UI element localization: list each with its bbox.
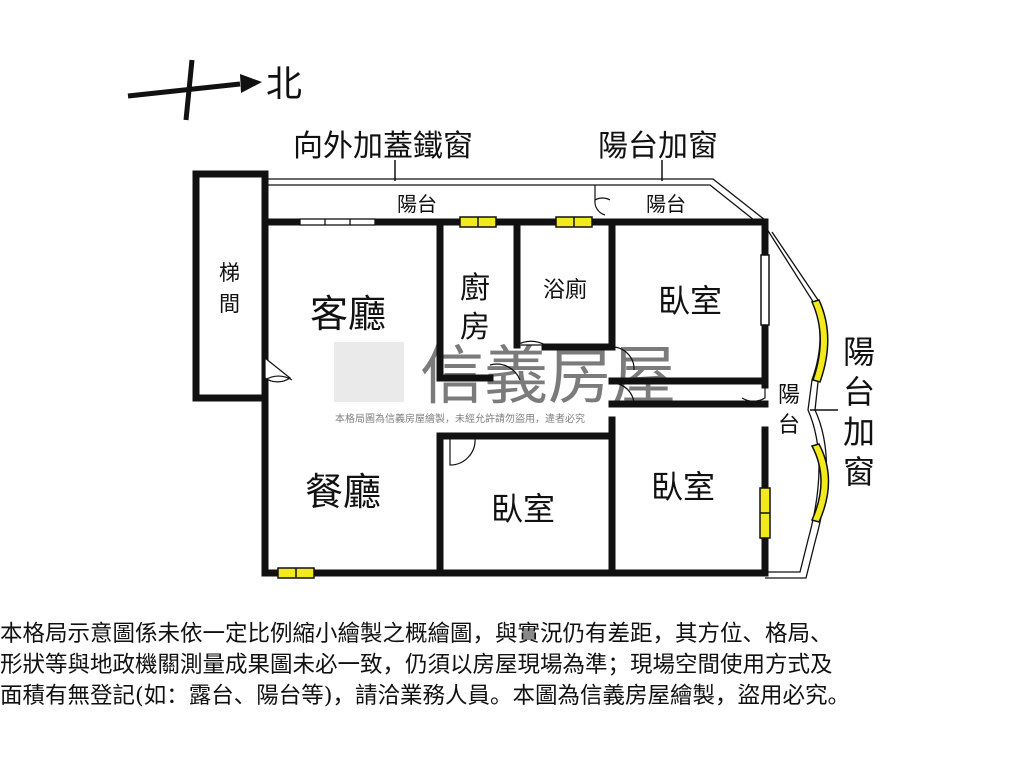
- compass: 北: [127, 59, 302, 121]
- window-balcony-right-lower: [810, 443, 830, 523]
- stairwell-label-2: 間: [219, 292, 240, 316]
- walls: [261, 218, 769, 577]
- balcony-window-side-2: 台: [843, 373, 875, 411]
- balcony-left-label: 陽台: [397, 192, 437, 216]
- north-arrow-icon: [240, 74, 262, 93]
- bedroom-ne-label: 臥室: [658, 282, 722, 320]
- doors: [264, 185, 766, 466]
- window-balcony-right-upper: [810, 299, 829, 383]
- stairwell-label-1: 梯: [219, 261, 240, 285]
- bathroom-label: 浴廁: [543, 278, 587, 303]
- disclaimer-line-2: 形狀等與地政機關測量成果圖未必一致，仍須以房屋現場為準；現場空間使用方式及: [0, 652, 833, 678]
- living-room-label: 客廳: [310, 292, 386, 336]
- floor-plan: 信義房屋 本格局圖為信義房屋繪製，未經允許請勿盜用，違者必究 北 向外加蓋鐵窗 …: [127, 59, 875, 579]
- stairwell-room: [192, 170, 269, 402]
- kitchen-label-1: 廚: [460, 271, 490, 306]
- disclaimer-line-1: 本格局示意圖係未依一定比例縮小繪製之概繪圖，與實況仍有差距，其方位、格局、: [0, 621, 833, 647]
- dining-room-label: 餐廳: [305, 470, 381, 514]
- outer-iron-window-label: 向外加蓋鐵窗: [293, 129, 473, 164]
- window-bedroom-ne: [760, 254, 770, 326]
- watermark-notice: 本格局圖為信義房屋繪製，未經允許請勿盜用，違者必究: [335, 412, 585, 425]
- north-label: 北: [266, 64, 302, 105]
- balcony-window-side-3: 加: [843, 413, 875, 451]
- balcony-window-side-4: 窗: [843, 453, 875, 491]
- balcony-right-label: 陽台: [646, 192, 686, 216]
- bedroom-center-label: 臥室: [491, 490, 555, 528]
- balcony-small-label-2: 台: [778, 413, 800, 438]
- balcony-small-label-1: 陽: [778, 383, 800, 408]
- sliding-door: [299, 218, 376, 226]
- room-labels: 梯 間 陽台 陽台 客廳 廚 房 浴廁 臥室 餐廳 臥室 臥室 陽 台 陽 台 …: [219, 192, 875, 528]
- disclaimer-line-3: 面積有無登記(如：露台、陽台等)，請洽業務人員。本圖為信義房屋繪製，盜用必究。: [0, 683, 851, 709]
- balcony-window-top-label: 陽台加窗: [598, 129, 718, 164]
- wall-windows: [277, 216, 771, 579]
- balcony-window-side-1: 陽: [843, 333, 875, 371]
- bedroom-se-label: 臥室: [651, 468, 715, 506]
- disclaimer: 本格局示意圖係未依一定比例縮小繪製之概繪圖，與實況仍有差距，其方位、格局、 形狀…: [0, 619, 1024, 712]
- watermark-logo-icon: [334, 342, 404, 402]
- kitchen-label-2: 房: [460, 310, 490, 345]
